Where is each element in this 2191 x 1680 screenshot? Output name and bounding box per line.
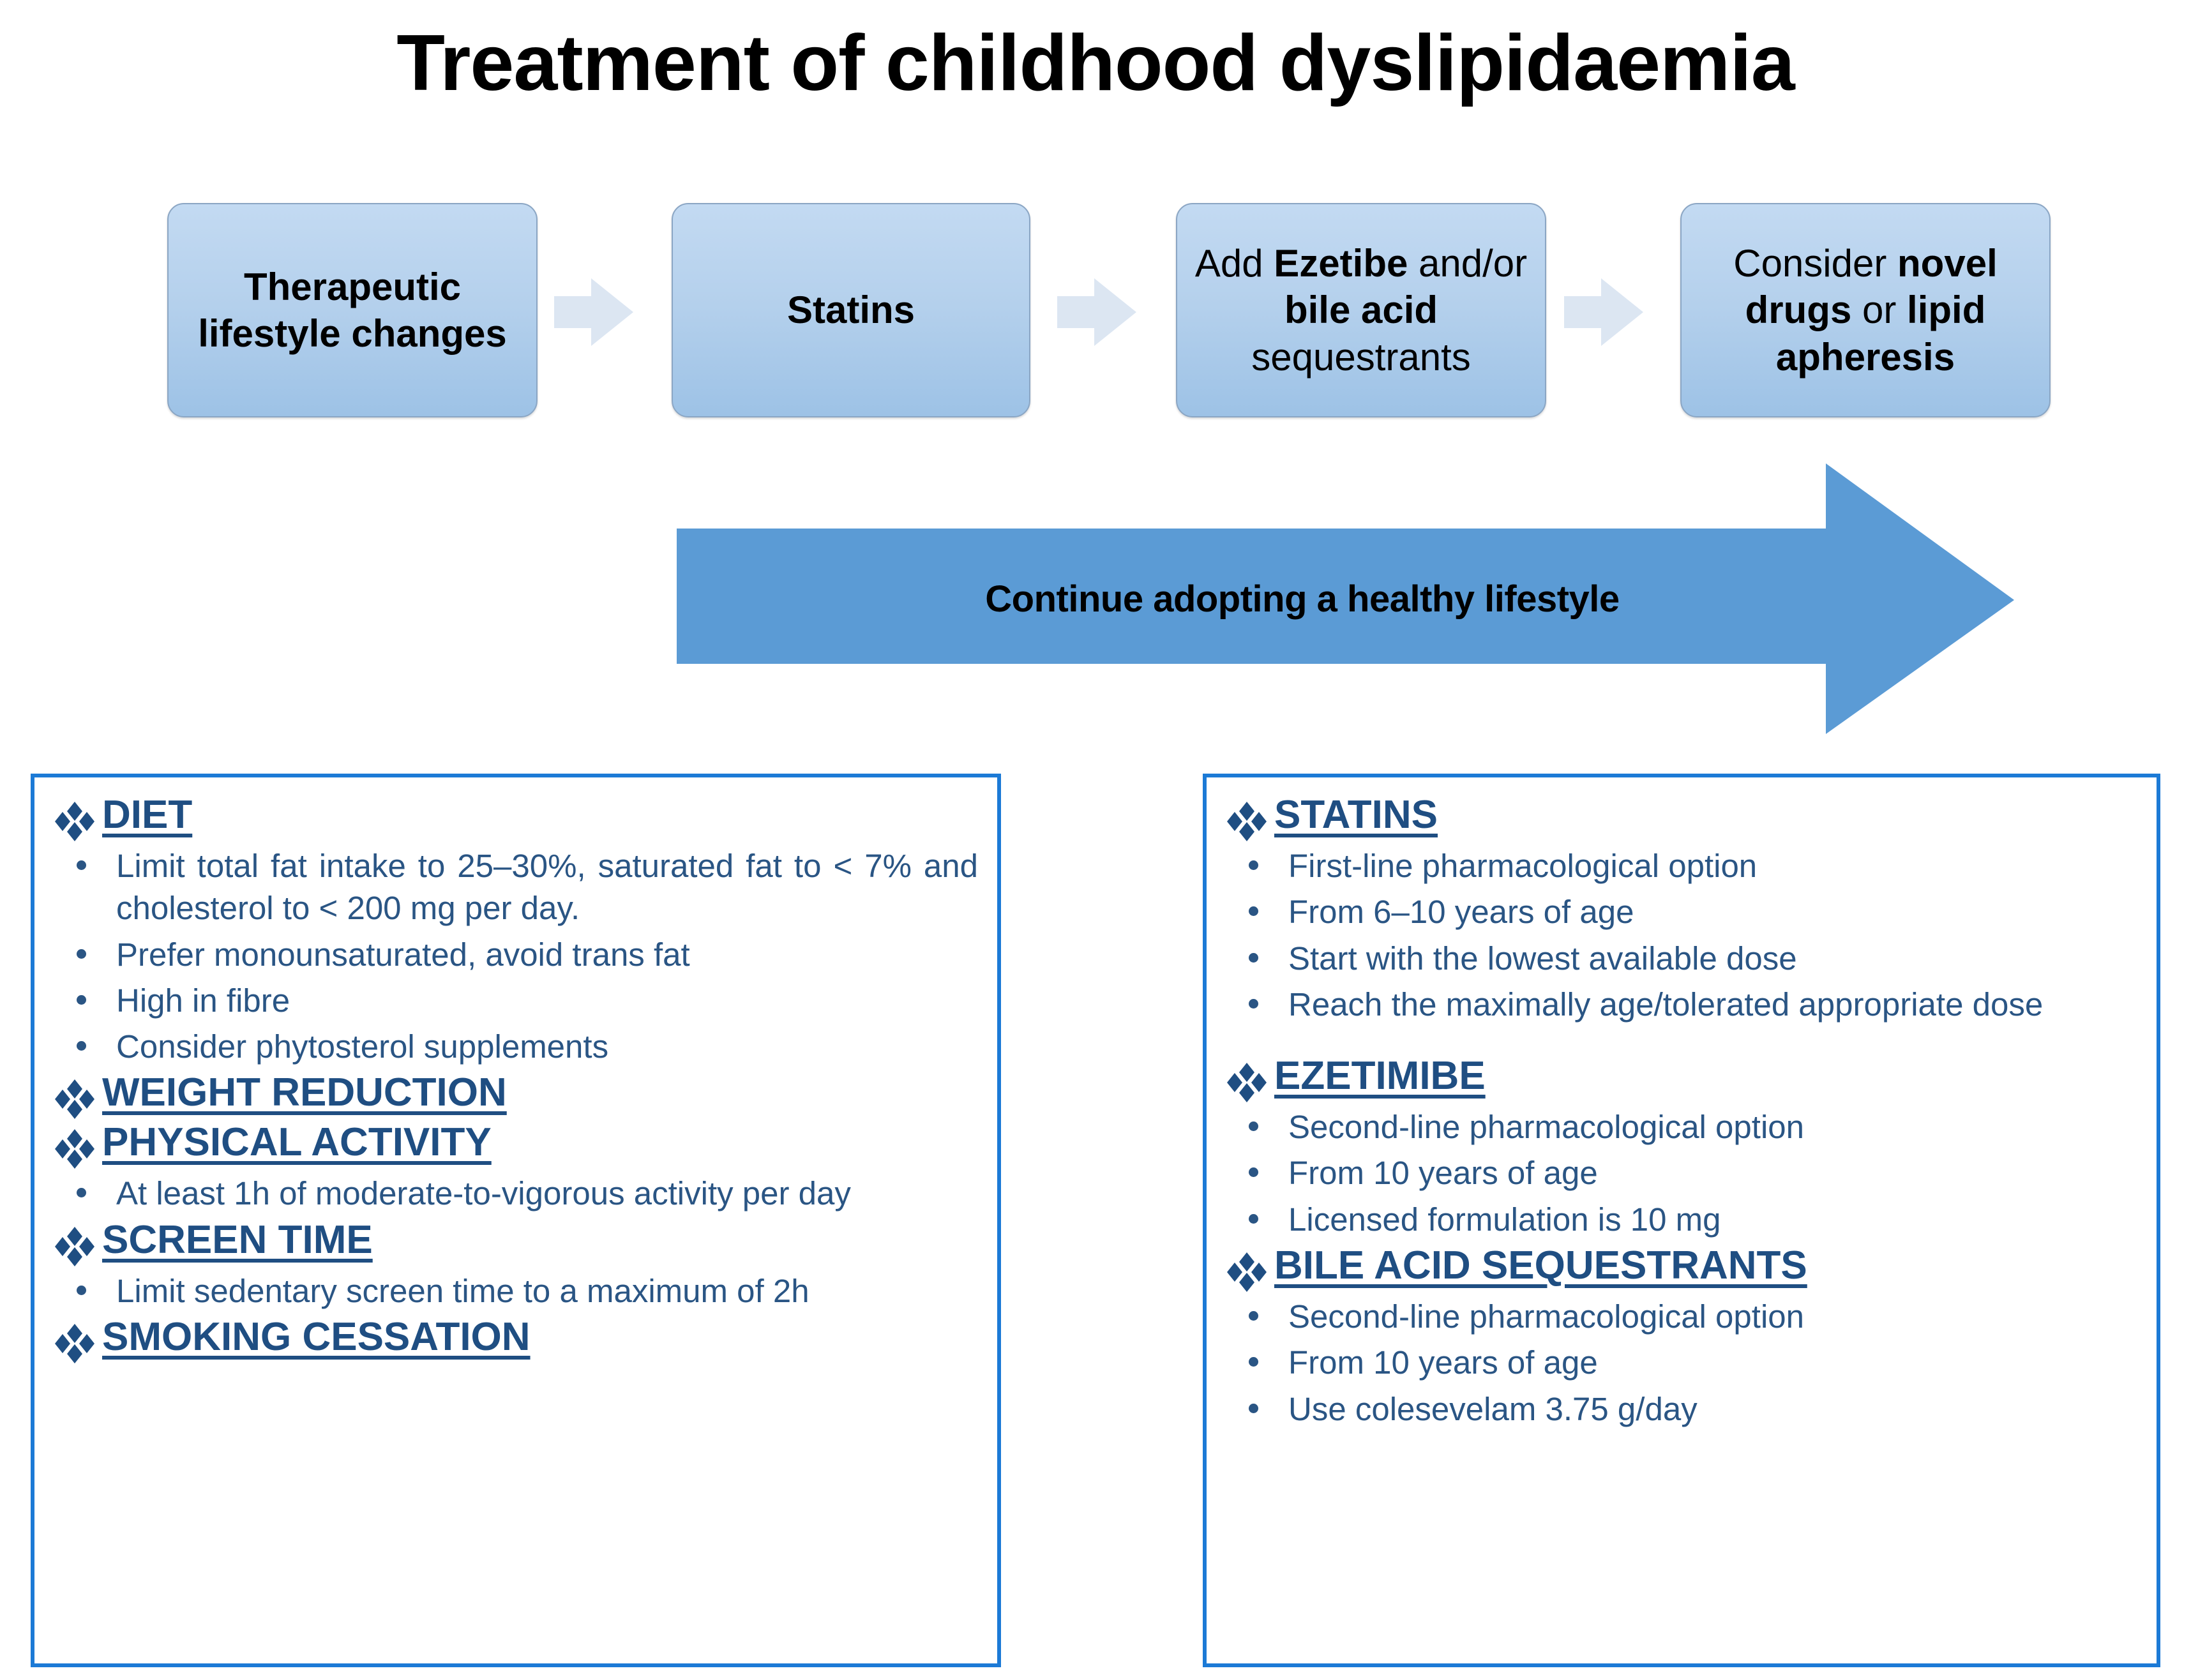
bullet-list-ezetimibe: Second-line pharmacological option From … xyxy=(1226,1106,2137,1241)
diamond-bullet-icon xyxy=(54,1226,96,1268)
list-item: Second-line pharmacological option xyxy=(1226,1106,2137,1148)
section-title: SCREEN TIME xyxy=(102,1217,373,1262)
flow-step-label: Consider novel drugs or lipid apheresis xyxy=(1733,242,1998,379)
section-heading-statins: STATINS xyxy=(1226,794,2137,843)
diamond-bullet-icon xyxy=(54,1078,96,1120)
right-arrow-banner-icon xyxy=(677,463,2014,734)
list-item: Prefer monounsaturated, avoid trans fat xyxy=(54,934,978,976)
list-item: From 6–10 years of age xyxy=(1226,891,2137,933)
bullet-list-bile-acid-sequestrants: Second-line pharmacological option From … xyxy=(1226,1296,2137,1430)
list-item: Consider phytosterol supplements xyxy=(54,1026,978,1068)
flow-step-label: Therapeutic lifestyle changes xyxy=(198,265,507,355)
section-title: STATINS xyxy=(1274,793,1438,837)
list-item: Reach the maximally age/tolerated approp… xyxy=(1226,984,2137,1026)
list-item: From 10 years of age xyxy=(1226,1342,2137,1384)
diamond-bullet-icon xyxy=(54,800,96,843)
chevron-right-icon xyxy=(1564,278,1643,346)
section-title: DIET xyxy=(102,793,193,837)
list-item: High in fibre xyxy=(54,980,978,1022)
diamond-bullet-icon xyxy=(1226,1251,1268,1293)
section-heading-diet: DIET xyxy=(54,794,978,843)
bullet-list-statins: First-line pharmacological option From 6… xyxy=(1226,845,2137,1026)
list-item: Limit sedentary screen time to a maximum… xyxy=(54,1270,978,1312)
flow-step-statins[interactable]: Statins xyxy=(672,203,1030,417)
list-item: Start with the lowest available dose xyxy=(1226,938,2137,980)
flow-step-label: Statins xyxy=(787,289,915,332)
section-title: EZETIMIBE xyxy=(1274,1054,1486,1099)
flow-step-novel-drugs-apheresis[interactable]: Consider novel drugs or lipid apheresis xyxy=(1680,203,2051,417)
continue-lifestyle-arrow: Continue adopting a healthy lifestyle xyxy=(677,458,2017,739)
list-item: From 10 years of age xyxy=(1226,1152,2137,1194)
list-item: First-line pharmacological option xyxy=(1226,845,2137,887)
section-heading-smoking-cessation: SMOKING CESSATION xyxy=(54,1316,978,1365)
flow-step-therapeutic-lifestyle-changes[interactable]: Therapeutic lifestyle changes xyxy=(167,203,538,417)
flow-step-ezetibe-bile-acid[interactable]: Add Ezetibe and/or bile acid sequestrant… xyxy=(1176,203,1546,417)
bullet-list-physical-activity: At least 1h of moderate-to-vigorous acti… xyxy=(54,1173,978,1215)
section-title: WEIGHT REDUCTION xyxy=(102,1070,507,1115)
treatment-flow: Therapeutic lifestyle changes Statins Ad… xyxy=(0,203,2191,420)
diamond-bullet-icon xyxy=(1226,800,1268,843)
section-heading-physical-activity: PHYSICAL ACTIVITY xyxy=(54,1121,978,1170)
list-item: Use colesevelam 3.75 g/day xyxy=(1226,1388,2137,1430)
bullet-list-diet: Limit total fat intake to 25–30%, satura… xyxy=(54,845,978,1068)
list-item: Limit total fat intake to 25–30%, satura… xyxy=(54,845,978,930)
chevron-right-icon xyxy=(1057,278,1136,346)
lifestyle-panel: DIET Limit total fat intake to 25–30%, s… xyxy=(31,774,1001,1667)
diamond-bullet-icon xyxy=(54,1128,96,1170)
list-item: At least 1h of moderate-to-vigorous acti… xyxy=(54,1173,978,1215)
section-title: SMOKING CESSATION xyxy=(102,1315,531,1360)
pharmacotherapy-panel: STATINS First-line pharmacological optio… xyxy=(1203,774,2160,1667)
list-item: Licensed formulation is 10 mg xyxy=(1226,1199,2137,1241)
section-heading-bile-acid-sequestrants: BILE ACID SEQUESTRANTS xyxy=(1226,1245,2137,1293)
section-heading-weight-reduction: WEIGHT REDUCTION xyxy=(54,1072,978,1120)
section-title: PHYSICAL ACTIVITY xyxy=(102,1120,492,1165)
diamond-bullet-icon xyxy=(1226,1061,1268,1104)
chevron-right-icon xyxy=(554,278,633,346)
flow-step-label: Add Ezetibe and/or bile acid sequestrant… xyxy=(1194,242,1528,379)
section-heading-screen-time: SCREEN TIME xyxy=(54,1219,978,1268)
bullet-list-screen-time: Limit sedentary screen time to a maximum… xyxy=(54,1270,978,1312)
page-title: Treatment of childhood dyslipidaemia xyxy=(396,19,1795,107)
diamond-bullet-icon xyxy=(54,1323,96,1365)
list-item: Second-line pharmacological option xyxy=(1226,1296,2137,1338)
section-heading-ezetimibe: EZETIMIBE xyxy=(1226,1055,2137,1104)
section-title: BILE ACID SEQUESTRANTS xyxy=(1274,1243,1807,1288)
